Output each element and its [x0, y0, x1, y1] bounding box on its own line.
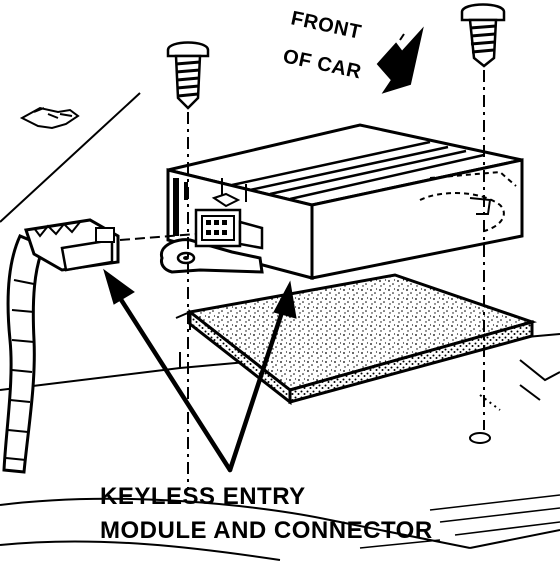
front-of-car-arrow-icon	[376, 26, 424, 94]
orientation-label-line1: FRONT	[289, 7, 363, 43]
callout-leaders	[103, 268, 297, 473]
callout-label-line2: MODULE AND CONNECTOR	[100, 517, 433, 544]
mounting-screw-left	[166, 41, 210, 110]
callout-label-line1: KEYLESS ENTRY	[100, 483, 306, 510]
wiring-harness-connector	[2, 218, 120, 474]
orientation-label-line2: OF CAR	[281, 45, 364, 83]
keyless-entry-module	[159, 123, 524, 280]
connector-alignment-line	[119, 233, 197, 241]
foam-pad	[175, 273, 538, 406]
mounting-hole	[469, 432, 491, 444]
mounting-screw-right	[460, 3, 506, 68]
retaining-clip	[19, 106, 80, 130]
